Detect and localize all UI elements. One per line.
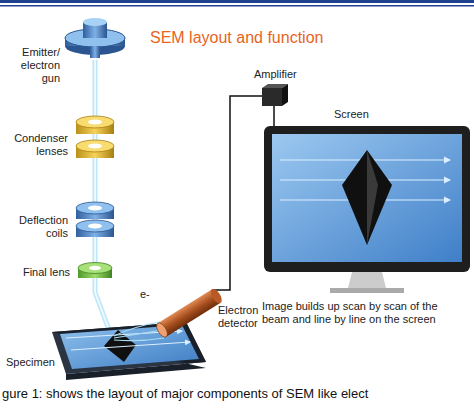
part-label: Deflection coils xyxy=(6,214,68,240)
part-label: Condenser lenses xyxy=(6,132,68,158)
part-label: Amplifier xyxy=(254,68,314,81)
part-label: Final lens xyxy=(6,266,70,279)
electron-symbol: e- xyxy=(140,288,160,301)
part-label: Emitter/ electron gun xyxy=(2,46,60,86)
part-label: Specimen xyxy=(6,356,54,369)
part-label: Screen xyxy=(334,108,394,121)
note-text: Image builds up scan by scan of the beam… xyxy=(262,300,468,326)
figure-caption: gure 1: shows the layout of major compon… xyxy=(2,386,368,402)
diagram-title: SEM layout and function xyxy=(150,28,323,47)
